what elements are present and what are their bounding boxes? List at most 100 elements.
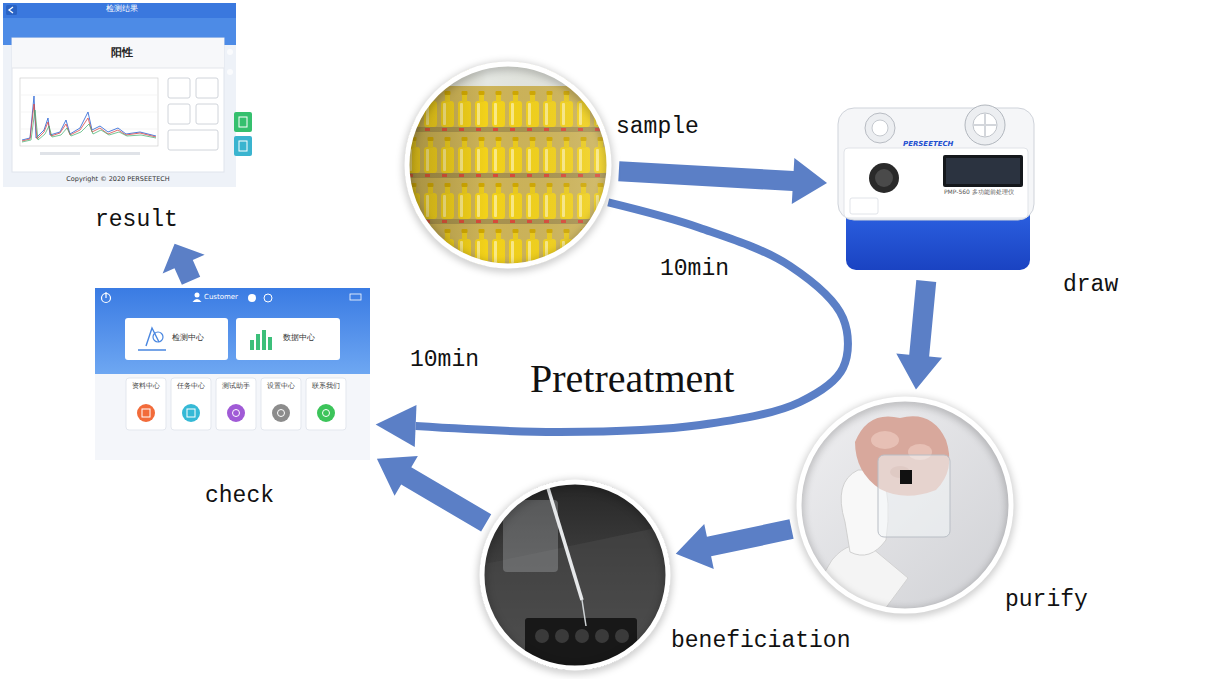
result-screenshot: [12, 38, 224, 68]
pipette-photo: [582, 600, 586, 626]
result-screenshot: [20, 78, 158, 146]
check-screenshot: [193, 299, 202, 302]
check-screenshot: [153, 332, 163, 342]
menu-item-text: 测试助手: [222, 383, 250, 390]
result-screenshot: [3, 3, 236, 187]
oil-shelf-photo: [405, 62, 611, 268]
result-screenshot: [3, 3, 252, 187]
pretreatment-device: [844, 148, 1028, 218]
result-screenshot: [168, 130, 218, 150]
purify-photo: [797, 397, 1013, 613]
duration-label: 10min: [660, 256, 729, 282]
purify-photo: [800, 545, 908, 613]
pipette-photo: [575, 629, 589, 643]
block-arrow: [163, 244, 205, 285]
arrow-head: [376, 405, 417, 447]
check-screenshot: [268, 337, 272, 350]
check-screenshot: [323, 410, 330, 417]
copyright-note: Copyright © 2020 PERSEETECH: [66, 176, 169, 183]
check-screenshot: [125, 318, 228, 360]
check-screenshot: [350, 294, 361, 300]
result-screenshot: [12, 68, 224, 69]
pretreatment-device: [973, 113, 997, 137]
result-screenshot: [196, 78, 218, 98]
purify-photo: [878, 455, 950, 537]
menu-item-text: 任务中心: [177, 383, 205, 390]
check-screenshot: [126, 378, 166, 430]
check-screenshot: [236, 318, 340, 360]
check-screenshot: [142, 409, 150, 417]
result-screenshot: [234, 112, 252, 132]
check-screenshot: [95, 288, 370, 460]
duration-label: 10min: [410, 347, 479, 373]
circle-outline: [799, 399, 1011, 611]
pretreatment-device: [865, 113, 895, 143]
photo-circle-node: purify: [797, 397, 1013, 613]
screen-title: 检测结果: [106, 4, 138, 13]
check-screenshot: [264, 294, 272, 302]
check-screenshot: [233, 410, 240, 417]
check-screenshot: [138, 328, 166, 350]
check-screenshot: [256, 334, 260, 350]
photo-circle-node: sample: [405, 62, 611, 268]
result-screenshot: [40, 152, 80, 155]
block-arrow-shape: [163, 244, 205, 285]
pretreatment-device: [872, 120, 888, 136]
pipette-photo: [535, 629, 549, 643]
check-screenshot: [227, 404, 245, 422]
check-screenshot: [95, 288, 370, 460]
result-screenshot: [234, 136, 252, 156]
circle-outline: [405, 62, 611, 268]
user-name: Customer: [204, 293, 238, 301]
pipette-photo: [615, 629, 629, 643]
result-screenshot: [22, 104, 156, 141]
block-arrow: [618, 158, 827, 204]
check-screenshot: [216, 378, 256, 430]
check-screenshot: [105, 292, 106, 298]
pipette-photo: [480, 480, 670, 670]
result-verdict: 阳性: [111, 47, 133, 60]
stage-label: check: [205, 483, 274, 509]
stage-label: result: [95, 207, 178, 233]
check-screenshot: [195, 293, 200, 298]
check-screenshot: [317, 404, 335, 422]
pipette-photo: [480, 480, 670, 670]
result-screenshot: [168, 78, 190, 98]
circle-outline: [480, 480, 696, 679]
block-arrow: [896, 280, 942, 390]
result-screenshot: [227, 69, 233, 75]
result-screenshot: [227, 49, 233, 55]
menu-item-text: 联系我们: [312, 383, 340, 390]
check-screenshot: [182, 404, 200, 422]
pipette-photo: [555, 629, 569, 643]
screenshot-node: check: [95, 288, 370, 460]
pretreatment-device: [965, 105, 1005, 145]
check-screenshot: [272, 404, 290, 422]
block-arrow-shape: [676, 519, 794, 569]
result-screenshot: [90, 152, 140, 155]
block-arrow-shape: [618, 158, 827, 204]
result-screenshot: [22, 96, 156, 140]
check-screenshot: [171, 378, 211, 430]
check-screenshot: [187, 409, 195, 417]
oil-shelf-photo: [405, 62, 611, 268]
menu-card-text: 数据中心: [283, 333, 315, 342]
pretreatment-device: [838, 105, 1034, 270]
pretreatment-device: [869, 163, 899, 193]
oil-shelf-photo: [405, 62, 611, 268]
device-model: PMP-560 多功能前处理仪: [944, 189, 1014, 196]
circle-outline: [482, 482, 668, 668]
edge-label: Pretreatment: [530, 356, 734, 402]
circle-outline: [407, 64, 609, 266]
check-screenshot: [137, 404, 155, 422]
purify-photo: [871, 431, 899, 449]
stage-label: beneficiation: [671, 628, 850, 654]
result-screenshot: [6, 5, 17, 15]
check-screenshot: [250, 340, 254, 350]
result-screenshot: [12, 38, 224, 172]
